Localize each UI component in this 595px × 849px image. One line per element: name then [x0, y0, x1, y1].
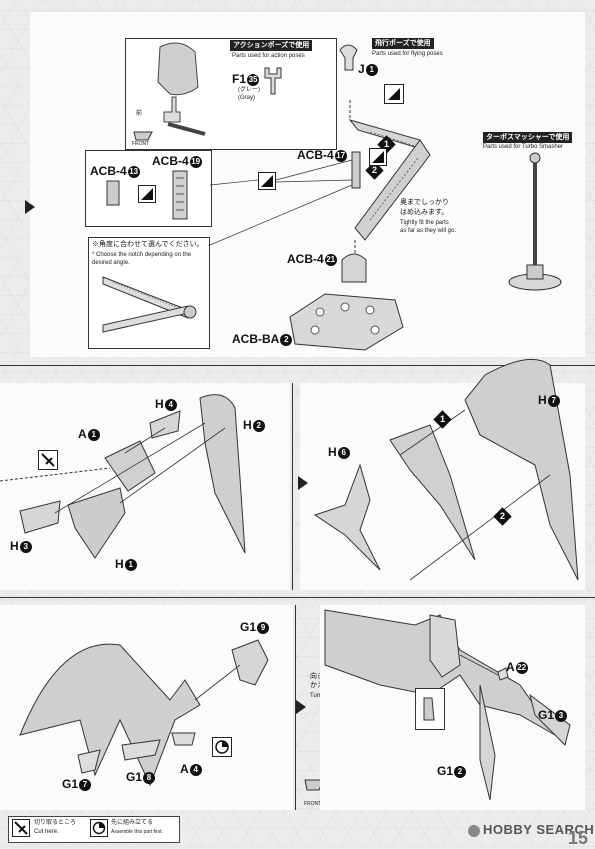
divider-horizontal-1 [0, 365, 595, 366]
assemble-first-icon-bottom [212, 737, 232, 757]
action-pose-tag: アクションポーズで使用 [230, 40, 313, 51]
legend-cut-en: Cut here. [34, 829, 59, 835]
mid-right-wing-assembly [313, 358, 579, 581]
j1-part [339, 44, 358, 71]
nipper-icon-top [384, 84, 404, 104]
page-arrow-marker-mid [298, 476, 308, 490]
front-stand-icon [133, 131, 153, 141]
tight-note-en2: as far as they will go. [400, 228, 457, 234]
acb4-21-joint [341, 253, 367, 283]
acb-ba-base [289, 293, 404, 351]
nipper-icon-acb4 [138, 185, 156, 203]
flying-pose-caption: Parts used for flying poses [372, 51, 443, 57]
cut-here-icon [12, 819, 30, 837]
tight-note-jp1: 奥までしっかり [400, 199, 449, 206]
flying-pose-tag: 飛行ポーズで使用 [372, 38, 434, 49]
acb4-17-bracket [351, 151, 361, 189]
page-arrow-marker-bottom [296, 700, 306, 714]
front-stand-icon-bottom [304, 779, 324, 791]
panel-mid-left [0, 383, 290, 590]
divider-vertical-mid [292, 383, 293, 590]
hobby-search-logo: HOBBY SEARCH [468, 822, 594, 837]
nipper-icon-mid [258, 172, 276, 190]
a22-detail-part [423, 697, 435, 721]
legend-cut-jp: 切り取るところ [34, 820, 77, 826]
f1-gray-en: (Gray) [238, 95, 255, 101]
turbo-smasher-tag: ターボスマッシャーで使用 [483, 132, 573, 143]
action-pose-figure [157, 42, 206, 136]
tight-note-jp2: はめ込みます。 [400, 209, 449, 216]
page-arrow-marker-top [25, 200, 35, 214]
legend-first-en: Assemble this part first. [111, 829, 163, 835]
divider-horizontal-2 [0, 597, 595, 598]
nipper-icon-mid-left [38, 450, 58, 470]
front-jp-label: 前 [136, 111, 143, 117]
hobby-search-logo-icon [468, 824, 480, 837]
f1-clip-part [264, 67, 282, 95]
tight-note-en1: Tightly fit the parts [400, 220, 449, 226]
turbo-smasher-stand [508, 152, 562, 291]
acb4-19-part [172, 170, 188, 220]
mid-left-wing-assembly [0, 394, 246, 559]
assemble-first-icon [90, 819, 108, 837]
notch-note-en: * Choose the notch depending on the desi… [92, 252, 192, 266]
acb4-13-part [106, 180, 120, 206]
notch-note-jp: ※角度に合わせて選んでください。 [92, 241, 204, 248]
page-number: 15 [568, 828, 589, 848]
turbo-smasher-caption: Parts used for Turbo Smasher [483, 144, 564, 150]
bottom-left-wing-assembly [19, 639, 269, 787]
front-label-bottom: FRONT [304, 801, 322, 807]
notch-diagram [102, 276, 197, 333]
guide-lines-top [209, 159, 353, 246]
stand-arm-assembly [348, 100, 431, 255]
f1-gray-jp: (グレー) [238, 87, 260, 93]
legend-first-jp: 先に組み立てる [111, 820, 154, 826]
divider-vertical-bottom [295, 605, 296, 810]
nipper-icon-stand [369, 148, 387, 166]
action-pose-caption: Parts used for action poses [232, 53, 305, 59]
front-label-top: FRONT [132, 141, 150, 147]
